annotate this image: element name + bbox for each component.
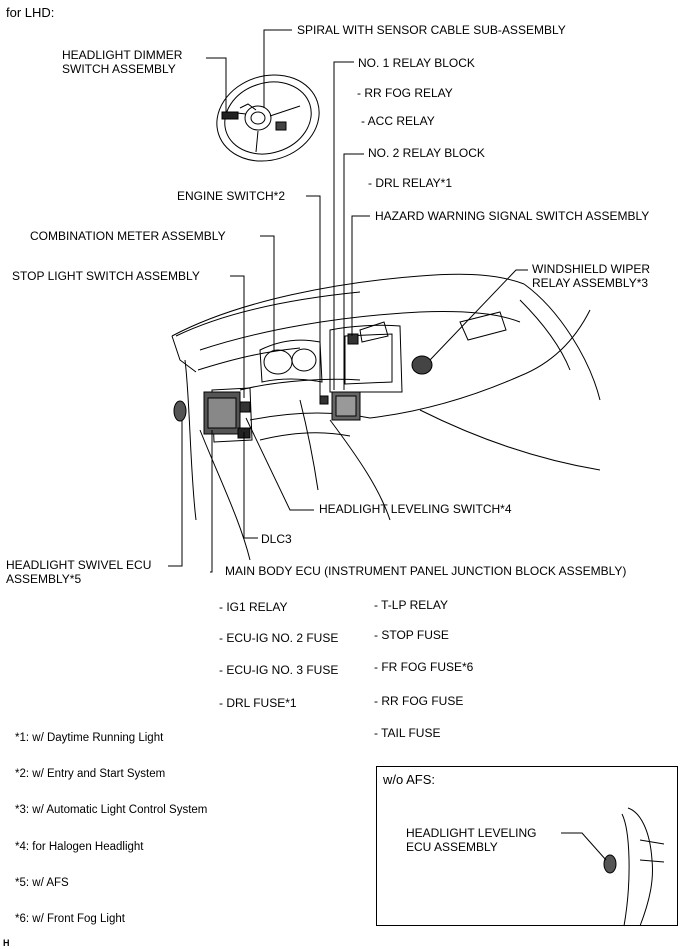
steering-wheel-drawing: [216, 74, 320, 162]
diagram-title: for LHD:: [6, 5, 55, 20]
inset-panel: [376, 766, 678, 926]
label-main-body-ecu: MAIN BODY ECU (INSTRUMENT PANEL JUNCTION…: [225, 564, 627, 578]
label-wiper-relay-line2: RELAY ASSEMBLY*3: [532, 276, 649, 290]
footnote: *5: w/ AFS: [15, 877, 69, 889]
label-headlight-dimmer-line2: SWITCH ASSEMBLY: [62, 62, 176, 76]
label-acc-relay: - ACC RELAY: [361, 114, 435, 128]
label-leveling-switch: HEADLIGHT LEVELING SWITCH*4: [319, 502, 512, 516]
main-body-item-left: - ECU-IG NO. 2 FUSE: [219, 631, 339, 645]
main-body-item-right: - RR FOG FUSE: [374, 694, 464, 708]
label-combination-meter: COMBINATION METER ASSEMBLY: [30, 229, 226, 243]
inset-fender-drawing: [621, 807, 665, 927]
label-wiper-relay-line1: WINDSHIELD WIPER: [532, 262, 651, 276]
label-engine-switch: ENGINE SWITCH*2: [177, 189, 286, 203]
footnote: *4: for Halogen Headlight: [15, 841, 144, 853]
label-swivel-ecu-line2: ASSEMBLY*5: [6, 572, 82, 586]
label-swivel-ecu-line1: HEADLIGHT SWIVEL ECU: [6, 558, 152, 572]
component-drawings: [173, 333, 617, 874]
footnote: *1: w/ Daytime Running Light: [15, 732, 164, 744]
main-body-item-left: - IG1 RELAY: [219, 600, 288, 614]
main-body-item-left: - DRL FUSE*1: [219, 696, 297, 710]
inset-label-line1: HEADLIGHT LEVELING: [406, 826, 537, 840]
footnote: *2: w/ Entry and Start System: [15, 768, 166, 780]
label-headlight-dimmer-line1: HEADLIGHT DIMMER: [62, 48, 183, 62]
inset-title: w/o AFS:: [383, 772, 436, 787]
label-rr-fog-relay: - RR FOG RELAY: [357, 86, 453, 100]
instrument-panel-drawing: [171, 273, 601, 561]
label-drl-relay: - DRL RELAY*1: [368, 176, 453, 190]
label-no2-relay-block: NO. 2 RELAY BLOCK: [368, 146, 485, 160]
corner-mark: H: [3, 938, 10, 948]
main-body-item-right: - TAIL FUSE: [374, 726, 441, 740]
footnote: *6: w/ Front Fog Light: [15, 913, 125, 925]
leader-lines: [168, 29, 607, 861]
main-body-item-right: - STOP FUSE: [374, 628, 449, 642]
label-stop-light-switch: STOP LIGHT SWITCH ASSEMBLY: [12, 269, 200, 283]
label-dlc3: DLC3: [261, 532, 292, 546]
label-hazard-switch: HAZARD WARNING SIGNAL SWITCH ASSEMBLY: [375, 209, 650, 223]
main-body-item-right: - FR FOG FUSE*6: [374, 660, 474, 674]
label-spiral-cable: SPIRAL WITH SENSOR CABLE SUB-ASSEMBLY: [297, 23, 566, 37]
inset-label-line2: ECU ASSEMBLY: [406, 840, 498, 854]
footnote: *3: w/ Automatic Light Control System: [15, 804, 208, 816]
main-body-item-left: - ECU-IG NO. 3 FUSE: [219, 663, 339, 677]
main-body-item-right: - T-LP RELAY: [374, 598, 449, 612]
label-no1-relay-block: NO. 1 RELAY BLOCK: [358, 56, 475, 70]
